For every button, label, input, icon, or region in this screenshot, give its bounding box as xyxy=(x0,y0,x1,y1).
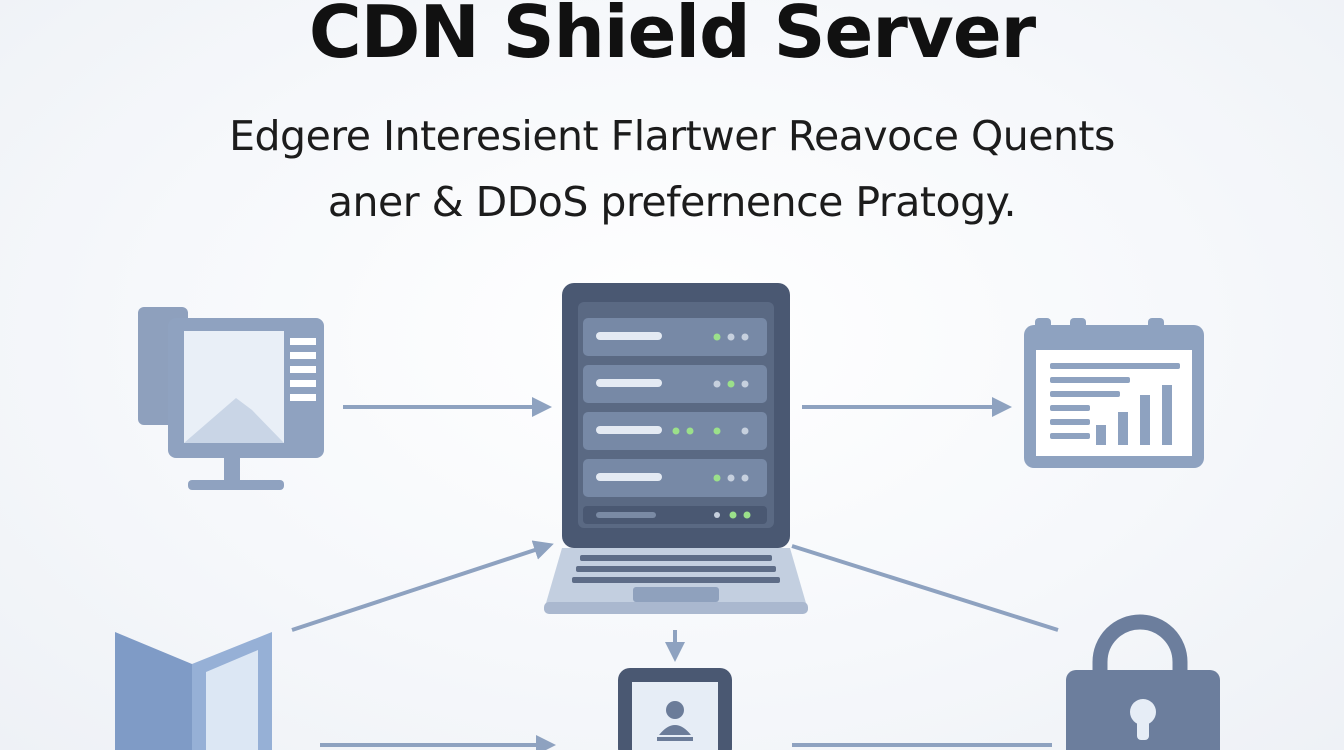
subtitle-line-2: aner & DDoS prefernence Pratogy. xyxy=(327,178,1017,226)
folder-document-icon xyxy=(115,632,272,750)
subtitle-line-1: Edgere Interesient Flartwer Reavoce Quen… xyxy=(229,112,1115,160)
server-rack-unit-4 xyxy=(583,459,767,497)
keyboard-keys xyxy=(572,555,780,583)
server-rack-unit-3 xyxy=(583,412,767,450)
padlock-security-icon xyxy=(1066,614,1220,750)
analytics-dashboard-icon xyxy=(1024,318,1204,468)
arrow-folder-to-server xyxy=(291,540,554,632)
desktop-computer-icon xyxy=(138,307,324,490)
page-title: CDN Shield Server xyxy=(308,0,1036,74)
connection-arrows xyxy=(291,397,1059,750)
user-device-icon xyxy=(618,668,732,750)
arrow-server-to-lock xyxy=(791,544,1059,632)
server-rack-unit-2 xyxy=(583,365,767,403)
server-rack-unit-1 xyxy=(583,318,767,356)
cdn-server-laptop-icon xyxy=(544,283,808,614)
